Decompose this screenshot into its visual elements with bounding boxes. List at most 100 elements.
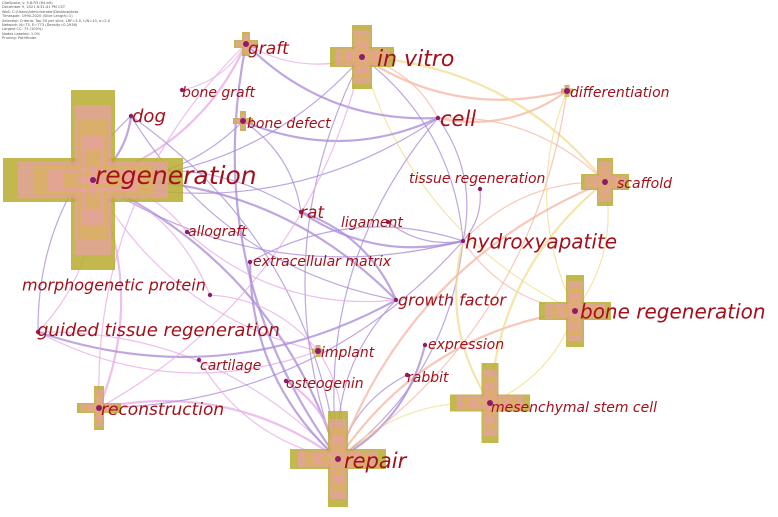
node-dot-reconstruction [96,405,102,411]
node-dot-differentiation [564,88,570,94]
network-edge [37,331,339,460]
node-dot-layer [35,41,608,462]
network-edge [387,221,464,244]
node-label-differentiation: differentiation [570,85,670,101]
node-dot-cell [435,115,441,121]
network-edge [300,211,464,249]
node-dot-osteogenin [283,378,289,384]
network-edge [304,56,363,460]
network-edge [98,43,247,409]
metadata-line: Largest CC: 73 (100%) [2,27,43,32]
network-edge [361,56,576,312]
node-label-ligament: ligament [341,215,403,231]
node-label-bone-graft: bone graft [182,85,256,101]
node-dot-rat [298,209,304,215]
node-dot-bone-regeneration [572,308,578,314]
network-edge [361,55,606,183]
node-dot-repair [335,456,341,462]
node-dot-tissue-regeneration [477,186,483,192]
node-dot-implant [315,348,321,354]
network-metadata: CiteSpace, v. 5.8.R3 (64-bit)December 9,… [2,1,110,41]
node-label-mesenchymal-stem-cell: mesenchymal stem cell [491,400,657,416]
node-label-regeneration: regeneration [95,161,257,190]
node-dot-regeneration [90,177,96,183]
node-label-dog: dog [132,106,166,127]
node-label-reconstruction: reconstruction [101,400,224,420]
metadata-line: CiteSpace, v. 5.8.R3 (64-bit) [2,1,53,5]
metadata-line: Network: N=73, E=773 (Density=0.2936) [2,22,78,27]
node-dot-ligament [385,219,391,225]
network-edge [242,116,439,143]
node-label-implant: implant [321,345,375,361]
metadata-line: December 9, 2021 8:31:41 PM CST [2,5,66,10]
node-dot-dog [128,113,134,119]
node-dot-bone-defect [240,118,246,124]
network-edge [333,117,439,460]
node-dot-in-vitro [359,54,365,60]
node-dot-expression [422,342,428,348]
node-dot-guided-tissue-regeneration [35,329,41,335]
network-edge [437,117,468,242]
network-edge [337,309,576,460]
network-edge [489,310,576,404]
network-edge [361,56,568,101]
node-label-bone-regeneration: bone regeneration [580,300,766,324]
metadata-line: WoS: C:\Users\Administrator\Desktop\data [2,9,79,14]
node-dot-allograft [184,229,190,235]
node-label-cell: cell [440,107,476,131]
node-label-extracellular-matrix: extracellular matrix [253,254,392,270]
node-dot-graft [243,41,249,47]
network-edge [209,294,319,352]
node-label-bone-defect: bone defect [247,116,331,132]
metadata-line: Pruning: Pathfinder [2,36,37,41]
network-edge [462,188,481,242]
network-edge [437,117,606,183]
network-edge [130,115,339,460]
node-label-osteogenin: osteogenin [286,376,364,392]
node-dot-bone-graft [179,87,185,93]
node-label-hydroxyapatite: hydroxyapatite [465,230,617,254]
network-edge [248,261,339,460]
node-label-guided-tissue-regeneration: guided tissue regeneration [37,320,280,341]
network-edge [437,90,568,123]
node-label-graft: graft [248,39,290,59]
network-edge [361,56,464,242]
node-label-expression: expression [428,337,504,353]
network-edge [300,210,398,301]
network-edge [98,399,339,460]
node-dot-cartilage [196,357,202,363]
node-dot-hydroxyapatite [460,238,466,244]
metadata-line: Nodes Labeled: 1.0% [2,31,41,36]
network-edge [455,240,491,404]
network-edge [249,226,464,263]
network-edge [181,43,247,91]
network-edge [130,115,397,301]
network-edge [245,43,439,120]
node-label-in-vitro: in vitro [377,47,454,72]
network-edge [546,90,576,312]
network-edge [98,240,464,409]
node-dot-scaffold [602,179,608,185]
node-label-morphogenetic-protein: morphogenetic protein [22,276,206,295]
node-dot-morphogenetic-protein [207,292,213,298]
node-label-rabbit: rabbit [407,370,449,386]
node-label-rat: rat [300,203,325,223]
network-edge [336,180,606,460]
network-edge [98,56,363,409]
node-dot-rabbit [404,372,410,378]
node-cluster-regeneration [3,90,183,270]
node-dot-mesenchymal-stem-cell [487,400,493,406]
network-edge [337,90,568,460]
network-edge [233,43,339,460]
node-label-scaffold: scaffold [617,176,672,192]
node-label-tissue-regeneration: tissue regeneration [409,171,545,187]
network-edge [242,120,302,213]
node-label-growth-factor: growth factor [398,291,507,310]
metadata-line: Timespan: 1990-2020 (Slice Length=1) [2,14,73,19]
metadata-line: Selection Criteria: Top 50 per slice, LR… [2,18,110,23]
node-label-cartilage: cartilage [200,358,261,374]
node-label-allograft: allograft [188,224,247,240]
network-edge [37,299,397,359]
